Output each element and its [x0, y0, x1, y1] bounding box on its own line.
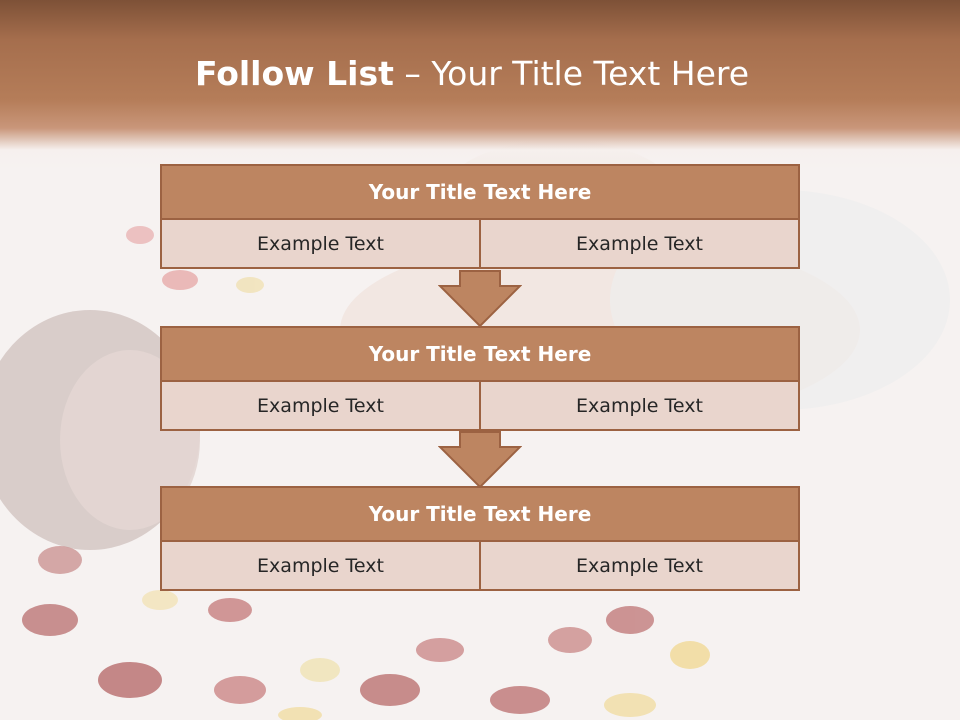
block-item: Example Text: [481, 542, 800, 591]
list-block-2: Your Title Text Here Example Text Exampl…: [160, 326, 800, 431]
block-row: Example Text Example Text: [160, 220, 800, 269]
block-item: Example Text: [481, 382, 800, 431]
slide-title-rest: – Your Title Text Here: [393, 54, 750, 93]
slide-title-lead: Follow List: [194, 54, 394, 93]
title-band: [0, 0, 960, 170]
block-title: Your Title Text Here: [160, 486, 800, 542]
block-item: Example Text: [481, 220, 800, 269]
slide-title: Follow List – Your Title Text Here: [0, 54, 944, 93]
block-row: Example Text Example Text: [160, 382, 800, 431]
block-row: Example Text Example Text: [160, 542, 800, 591]
block-title: Your Title Text Here: [160, 164, 800, 220]
block-item: Example Text: [160, 542, 481, 591]
list-block-3: Your Title Text Here Example Text Exampl…: [160, 486, 800, 591]
list-block-1: Your Title Text Here Example Text Exampl…: [160, 164, 800, 269]
block-item: Example Text: [160, 220, 481, 269]
down-arrow-icon: [438, 431, 522, 489]
down-arrow-icon: [438, 270, 522, 328]
block-item: Example Text: [160, 382, 481, 431]
block-title: Your Title Text Here: [160, 326, 800, 382]
